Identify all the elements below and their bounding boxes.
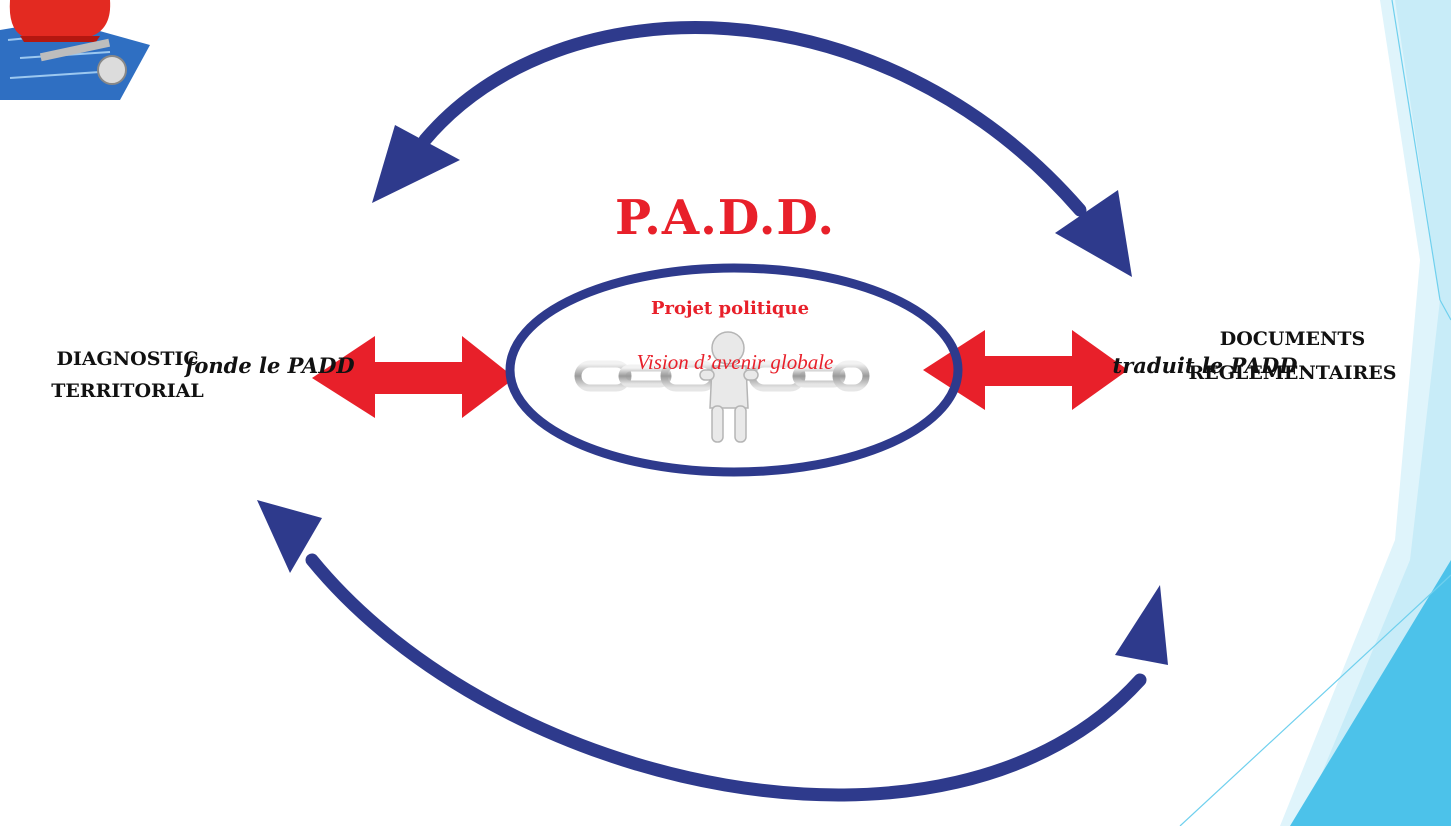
top-arrowhead-left [372,125,460,203]
top-arrowhead-right [1055,190,1132,277]
right-node-title: DOCUMENTS REGLEMENTAIRES [1140,322,1445,390]
center-label-vision: Vision d’avenir globale [636,350,834,374]
left-node-title-line-1: DIAGNOSTIC [56,348,199,370]
hardhat-blueprint-icon [0,0,150,100]
right-node-title-line-2: REGLEMENTAIRES [1188,362,1397,384]
left-node-subtitle: fonde le PADD [185,353,355,378]
decorative-side-panels [1179,0,1451,826]
bottom-cycle-arrow [257,500,1168,802]
diagram-title: P.A.D.D. [614,190,836,246]
bottom-arrowhead-right [1115,585,1168,665]
right-node-subtitle: traduit le PADD [1112,353,1298,378]
left-node-title-line-2: TERRITORIAL [51,380,204,402]
top-cycle-arrow [372,21,1132,277]
right-double-arrow [923,330,1128,410]
left-double-arrow [312,336,515,418]
center-label-projet-politique: Projet politique [650,298,810,319]
left-node-title: DIAGNOSTIC TERRITORIAL [0,343,255,407]
central-ellipse [505,263,963,477]
right-node-title-line-1: DOCUMENTS [1219,328,1366,350]
bottom-arrowhead-left [257,500,322,573]
chain-figure-icon [574,331,870,443]
